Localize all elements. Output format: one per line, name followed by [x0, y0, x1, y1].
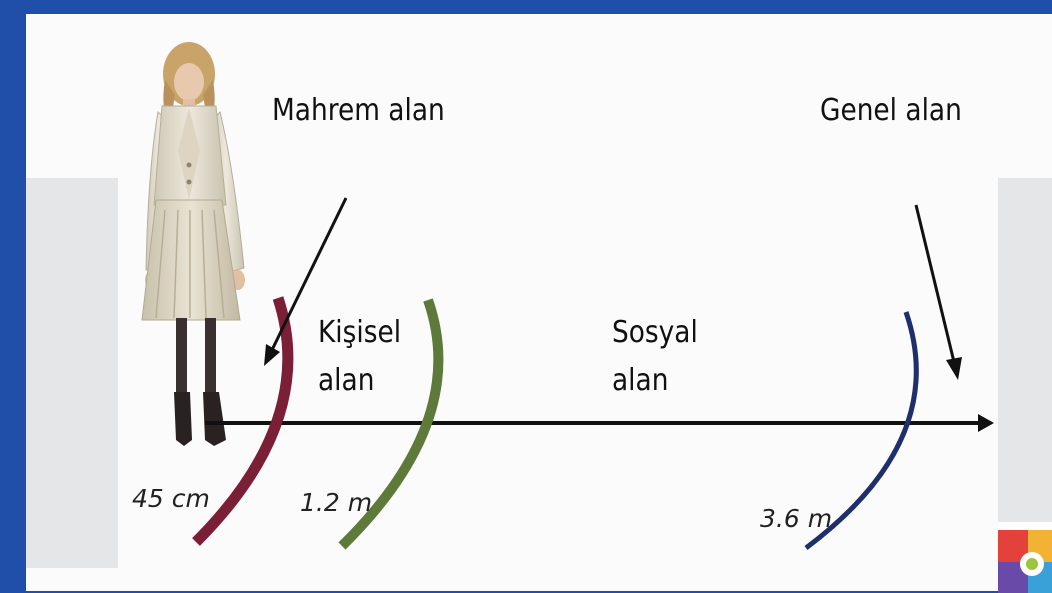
background-band-right — [998, 178, 1052, 538]
social-zone-arc — [804, 311, 919, 550]
intimate-zone-label: Mahrem alan — [272, 93, 445, 128]
background-band-left — [26, 178, 118, 568]
woman-figure — [141, 42, 245, 446]
personal-zone-arc — [338, 298, 444, 550]
intimate-zone-arc — [192, 296, 294, 546]
intimate-distance-label: 45 cm — [132, 484, 210, 513]
public-pointer-arrow — [914, 204, 962, 380]
social-zone-label-line1: Sosyal — [612, 315, 698, 350]
social-distance-label: 3.6 m — [760, 504, 833, 533]
axis-arrowhead — [978, 414, 994, 432]
public-zone-label: Genel alan — [820, 93, 962, 128]
personal-distance-label: 1.2 m — [300, 488, 373, 517]
social-zone-label-line2: alan — [612, 363, 669, 398]
personal-zone-label-line2: alan — [318, 363, 375, 398]
corner-logo-icon — [998, 522, 1052, 593]
intimate-pointer-arrow — [264, 197, 348, 366]
personal-zone-label-line1: Kişisel — [318, 315, 402, 350]
